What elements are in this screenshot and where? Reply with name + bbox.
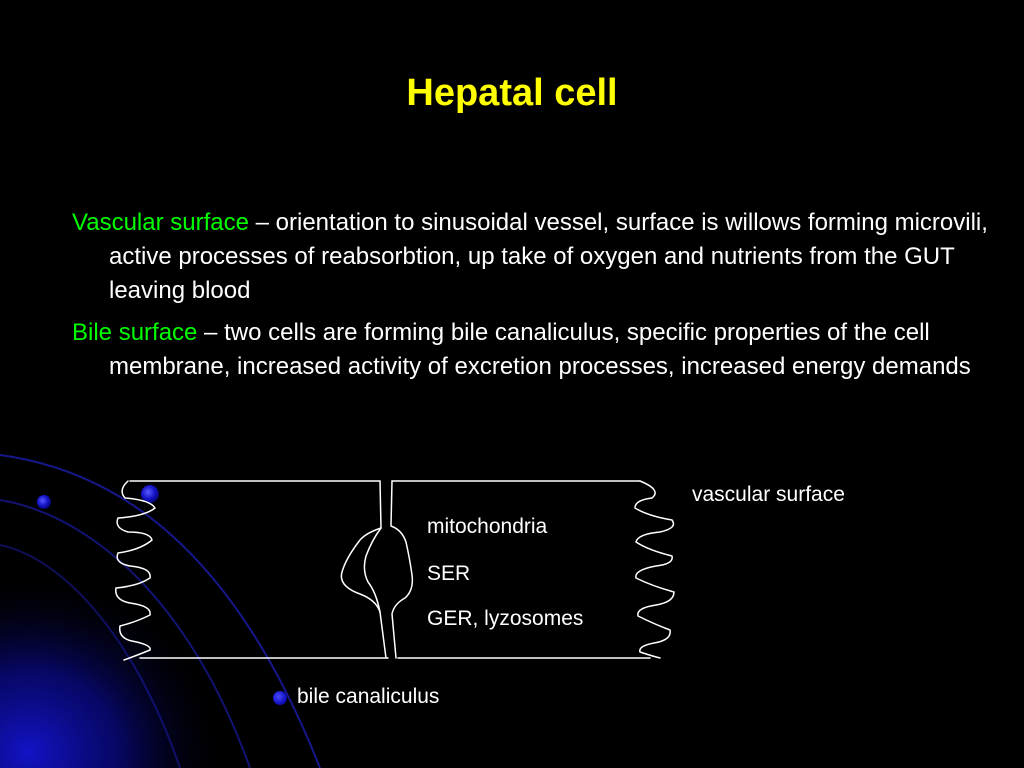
left-microvilli-membrane (115, 480, 156, 661)
bullet-dot-icon (273, 691, 287, 705)
background-dot-2 (141, 485, 159, 503)
label-vascular-surface: vascular surface (692, 483, 845, 506)
bile-canaliculus-cavity (363, 527, 382, 613)
term-bile-surface: Bile surface (72, 319, 198, 346)
background-arc-2 (0, 499, 251, 768)
right-microvilli-membrane (634, 480, 675, 659)
background-glow (0, 440, 360, 768)
label-ger-lyzosomes: GER, lyzosomes (427, 607, 584, 630)
label-ser: SER (427, 562, 471, 585)
background-arc-1 (0, 454, 321, 768)
slide-title: Hepatal cell (406, 72, 618, 114)
description-bile-surface: – two cells are forming bile canaliculus… (109, 319, 971, 380)
label-bile-canaliculus: bile canaliculus (297, 685, 440, 708)
paragraph-bile-surface: Bile surface – two cells are forming bil… (72, 316, 1009, 384)
description-vascular-surface: – orientation to sinusoidal vessel, surf… (109, 209, 988, 304)
left-cell-junction-membrane (340, 480, 387, 659)
right-cell-junction-membrane (390, 480, 414, 659)
background-dot-1 (37, 495, 51, 509)
background-arc-3 (0, 544, 181, 768)
paragraph-vascular-surface: Vascular surface – orientation to sinuso… (72, 206, 1009, 308)
label-mitochondria: mitochondria (427, 515, 548, 538)
term-vascular-surface: Vascular surface (72, 209, 249, 236)
